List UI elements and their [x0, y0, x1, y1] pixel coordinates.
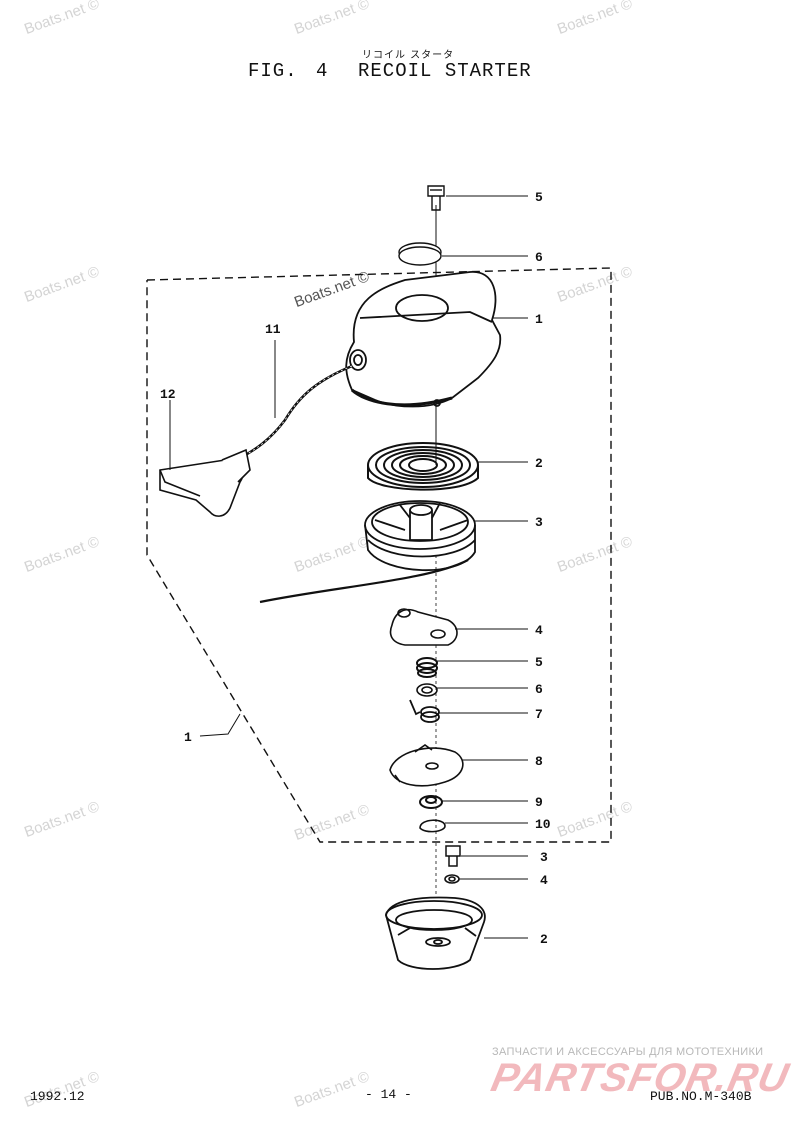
callout-handle: 12	[160, 387, 176, 402]
callout-washer: 6	[535, 682, 543, 697]
callout-washer-lower: 4	[540, 873, 548, 888]
bolt-top	[427, 185, 445, 211]
assembly-boundary	[146, 267, 612, 843]
callout-ratchet-spring: 5	[535, 655, 543, 670]
callout-cap: 6	[535, 250, 543, 265]
bolt-lower	[445, 845, 461, 867]
callout-cover: 1	[535, 312, 543, 327]
callout-circlip: 10	[535, 817, 551, 832]
print-date: 1992.12	[30, 1089, 85, 1104]
page-title: RECOIL STARTER	[358, 60, 532, 82]
washer-lower	[444, 874, 460, 884]
circlip	[419, 819, 446, 833]
callout-cup: 2	[540, 932, 548, 947]
page-number: - 14 -	[365, 1087, 412, 1102]
publication-number: PUB.NO.M-340B	[650, 1089, 752, 1104]
callout-ratchet: 4	[535, 623, 543, 638]
subtitle-japanese: リコイル スタータ	[362, 50, 455, 61]
callout-bolt-lower: 3	[540, 850, 548, 865]
shop-tagline: ЗАПЧАСТИ И АКСЕССУАРЫ ДЛЯ МОТОТЕХНИКИ	[492, 1046, 764, 1058]
figure-label: FIG.	[248, 60, 298, 82]
rope-reel	[364, 500, 476, 572]
callout-return-spring: 7	[535, 707, 543, 722]
recoil-cover	[345, 271, 502, 408]
washer	[416, 683, 438, 697]
callout-friction-plate: 8	[535, 754, 543, 769]
starter-handle	[159, 448, 251, 517]
ratchet	[389, 608, 458, 646]
starter-cup	[385, 896, 486, 970]
callout-spring: 2	[535, 456, 543, 471]
callout-reel: 3	[535, 515, 543, 530]
cap	[398, 242, 442, 266]
ratchet-spring	[416, 657, 438, 678]
starter-rope	[239, 364, 353, 460]
callout-bolt: 5	[535, 190, 543, 205]
figure-number: 4	[316, 60, 329, 82]
callout-washer-9: 9	[535, 795, 543, 810]
friction-plate	[389, 744, 464, 787]
return-spring	[409, 699, 440, 723]
callout-assembly: 1	[184, 730, 192, 745]
callout-rope: 11	[265, 322, 281, 337]
recoil-spring	[367, 442, 479, 491]
washer-9	[419, 795, 443, 809]
